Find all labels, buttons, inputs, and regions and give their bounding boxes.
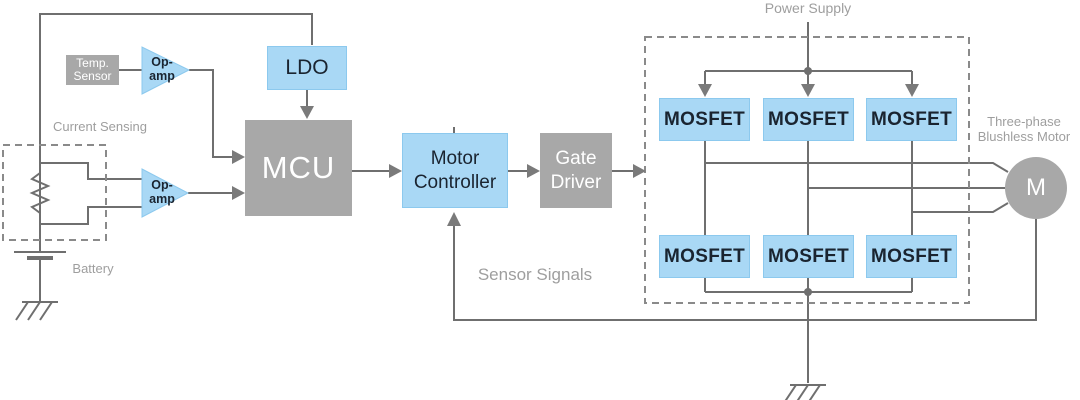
ground-icon	[15, 301, 58, 321]
arrowhead-icon	[698, 84, 712, 97]
arrowhead-icon	[232, 150, 245, 164]
ground-icon	[784, 384, 826, 400]
mosfet-box-bottom-2: MOSFET	[763, 235, 854, 278]
motor-caption: Three-phase Blushless Motor	[977, 114, 1071, 144]
motor-controller-label: Motor	[430, 147, 480, 169]
arrowhead-icon	[633, 164, 646, 178]
arrowhead-icon	[527, 164, 540, 178]
motor-controller-box: Motor Controller	[402, 133, 508, 208]
wire-sensor-feedback	[453, 219, 1037, 321]
wire-shunt-top-tap	[40, 162, 142, 180]
mosfet-box-top-1: MOSFET	[659, 98, 750, 141]
gate-driver-label: Gate	[555, 147, 597, 169]
arrowhead-icon	[801, 84, 815, 97]
temp-sensor-label: Sensor	[73, 69, 112, 83]
mcu-label: MCU	[261, 150, 336, 185]
arrowhead-icon	[232, 186, 245, 200]
arrowhead-icon	[447, 212, 461, 226]
mcu-box: MCU	[245, 120, 352, 216]
wire-opamp-top-to-mcu	[189, 69, 232, 158]
gate-driver-box: Gate Driver	[540, 133, 612, 208]
gate-driver-label: Driver	[550, 171, 602, 193]
resistor-icon	[29, 172, 51, 214]
arrowhead-icon	[905, 84, 919, 97]
opamp-triangle-icon	[141, 46, 191, 95]
mosfet-box-top-3: MOSFET	[866, 98, 957, 141]
battery-label: Battery	[72, 261, 114, 276]
mosfet-box-bottom-3: MOSFET	[866, 235, 957, 278]
mosfet-bridge-dashed-box	[644, 36, 970, 304]
motor-circle: M	[1005, 157, 1067, 219]
current-sensing-label: Current Sensing	[53, 119, 147, 134]
wire-battery-to-ldo	[39, 13, 313, 252]
junction-dot	[804, 288, 812, 296]
temp-sensor-label: Temp.	[76, 56, 109, 70]
temp-sensor-box: Temp. Sensor	[66, 55, 119, 85]
motor-label: M	[1026, 174, 1046, 201]
mosfet-box-top-2: MOSFET	[763, 98, 854, 141]
opamp-bottom-label: Op- amp	[149, 178, 175, 206]
motor-controller-label: Controller	[413, 171, 497, 193]
junction-dot	[804, 67, 812, 75]
wire-phase-c	[912, 202, 1009, 213]
wire-shunt-bottom-tap	[40, 206, 142, 225]
current-sensing-dashed-box	[2, 144, 107, 241]
arrowhead-icon	[300, 106, 314, 119]
opamp-top-label: Op- amp	[149, 55, 175, 83]
opamp-triangle-icon	[141, 168, 190, 218]
ldo-label: LDO	[285, 56, 329, 79]
power-supply-label: Power Supply	[764, 0, 852, 16]
mosfet-box-bottom-1: MOSFET	[659, 235, 750, 278]
ldo-box: LDO	[267, 46, 347, 90]
sensor-signals-label: Sensor Signals	[477, 265, 593, 284]
arrowhead-icon	[389, 164, 402, 178]
wire-phase-a	[705, 162, 1009, 173]
